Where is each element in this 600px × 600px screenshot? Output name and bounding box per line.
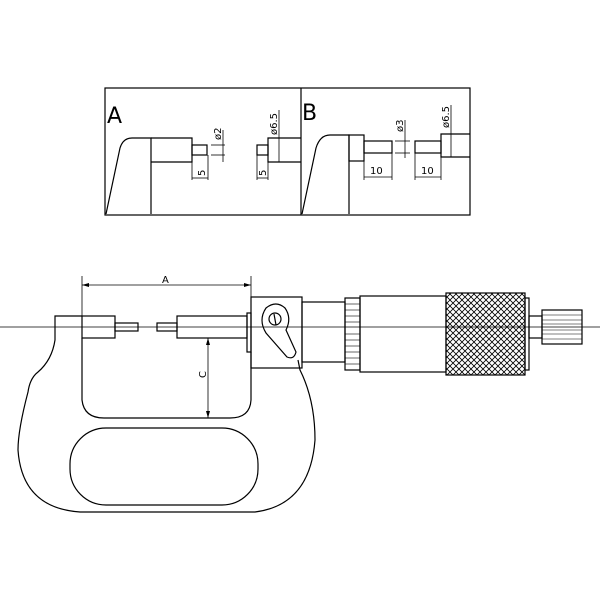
frame-throat bbox=[81, 338, 252, 419]
detail-a-label: A bbox=[107, 104, 122, 129]
frame bbox=[17, 315, 316, 513]
micrometer: A C bbox=[0, 275, 600, 513]
dim-a-label: A bbox=[162, 275, 169, 286]
dim-c-label: C bbox=[198, 371, 209, 378]
lock-lever[interactable] bbox=[261, 303, 297, 359]
thimble-barrel bbox=[359, 295, 447, 373]
detail-b-spindle-diameter: ø6.5 bbox=[441, 106, 452, 128]
sleeve-neck bbox=[301, 301, 346, 363]
detail-b: B ø3 10 ø6.5 10 bbox=[301, 101, 470, 215]
detail-b-spindle-tip-length: 10 bbox=[421, 166, 434, 177]
frame-hole bbox=[69, 427, 259, 506]
spindle-housing bbox=[250, 296, 303, 369]
detail-b-tip-diameter: ø3 bbox=[395, 120, 406, 132]
knurled-grip[interactable] bbox=[445, 292, 526, 376]
detail-b-tip-length: 10 bbox=[370, 166, 383, 177]
detail-a-spindle-diameter: ø6.5 bbox=[269, 113, 280, 135]
detail-a-spindle-tip-length: 5 bbox=[258, 170, 269, 176]
detail-a-tip-diameter: ø2 bbox=[213, 128, 224, 140]
detail-box bbox=[104, 87, 471, 216]
detail-b-label: B bbox=[302, 101, 317, 126]
ratchet-knob[interactable] bbox=[541, 309, 583, 345]
detail-a-tip-length: 5 bbox=[197, 170, 208, 176]
detail-a: A ø2 5 ø6.5 5 bbox=[105, 104, 301, 215]
